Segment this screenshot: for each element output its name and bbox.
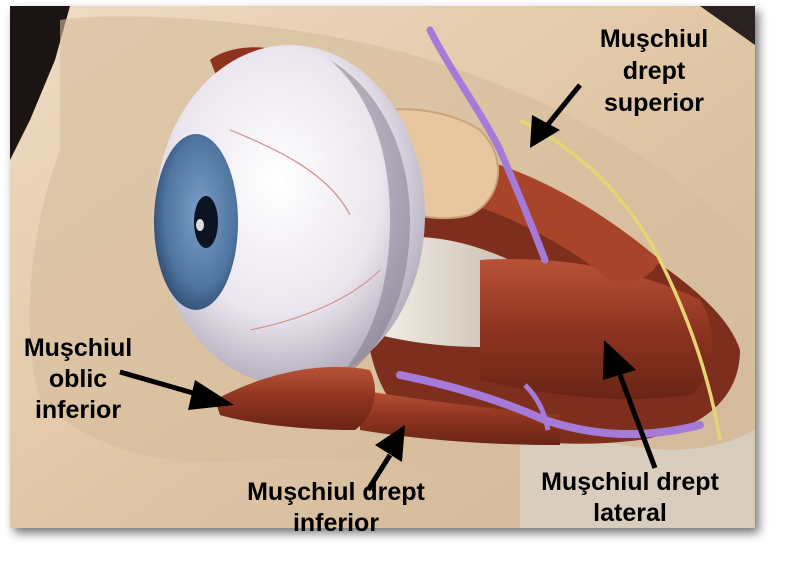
label-lateral-line1: Muşchiul drept [541, 468, 719, 496]
eyeball-shadow [330, 60, 410, 385]
inferior-rectus-muscle [360, 390, 560, 445]
cornea-highlight [196, 219, 204, 231]
pupil [194, 196, 218, 248]
blood-vessel [230, 130, 350, 215]
lateral-rectus-muscle [480, 259, 712, 399]
label-oblic-line2: oblic [49, 365, 107, 393]
label-oblic-line3: inferior [35, 396, 121, 424]
nerve-purple-branch [525, 385, 548, 430]
illustration [10, 6, 755, 528]
labels: Muşchiul drept superior Muşchiul oblic i… [24, 25, 720, 537]
nerve-yellow [520, 120, 720, 440]
label-superior-line1: Muşchiul [600, 25, 708, 53]
label-superior-line2: drept [623, 57, 686, 85]
dark-corner-left [10, 6, 70, 160]
eyeball [155, 45, 425, 385]
label-oblic-line1: Muşchiul [24, 334, 132, 362]
arrows [119, 83, 658, 492]
label-inferior-line2: inferior [293, 509, 379, 537]
nerve-purple-superior [430, 30, 545, 260]
arrow-inferior [365, 425, 405, 492]
label-superior-line3: superior [604, 89, 704, 117]
tissue-lower-right [520, 420, 755, 528]
arrow-oblic [119, 369, 234, 410]
label-lateral-line2: lateral [593, 499, 667, 527]
arrow-lateral [603, 340, 658, 469]
label-inferior-line1: Muşchiul drept [247, 478, 425, 506]
dark-corner-right [700, 6, 755, 45]
inferior-oblique-muscle [215, 367, 375, 430]
blood-vessel [250, 270, 380, 330]
arrow-superior [530, 83, 582, 148]
